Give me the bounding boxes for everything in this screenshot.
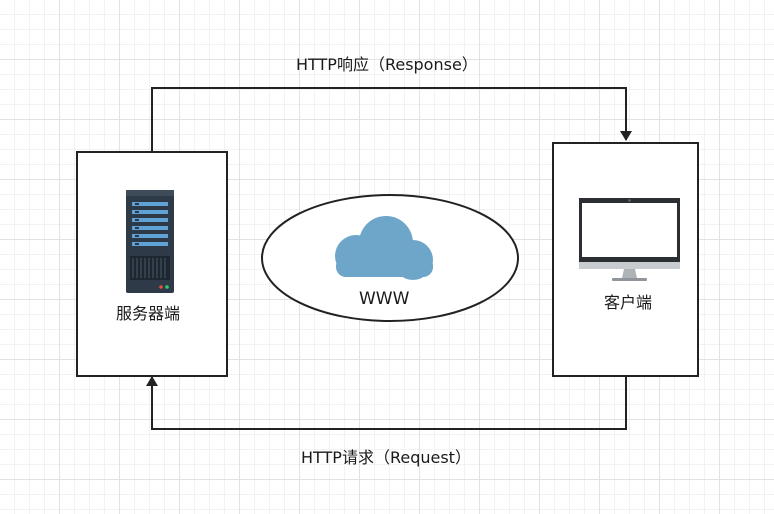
request-label: HTTP请求（Request） [301, 448, 471, 467]
www-label: WWW [359, 289, 410, 309]
monitor-icon [579, 198, 680, 281]
cloud-icon [335, 216, 433, 280]
client-label: 客户端 [604, 293, 653, 312]
request-arrow [146, 376, 627, 430]
response-label: HTTP响应（Response） [296, 55, 478, 74]
response-arrow [151, 87, 632, 152]
server-label: 服务器端 [116, 304, 181, 323]
server-rack-icon [126, 190, 174, 293]
